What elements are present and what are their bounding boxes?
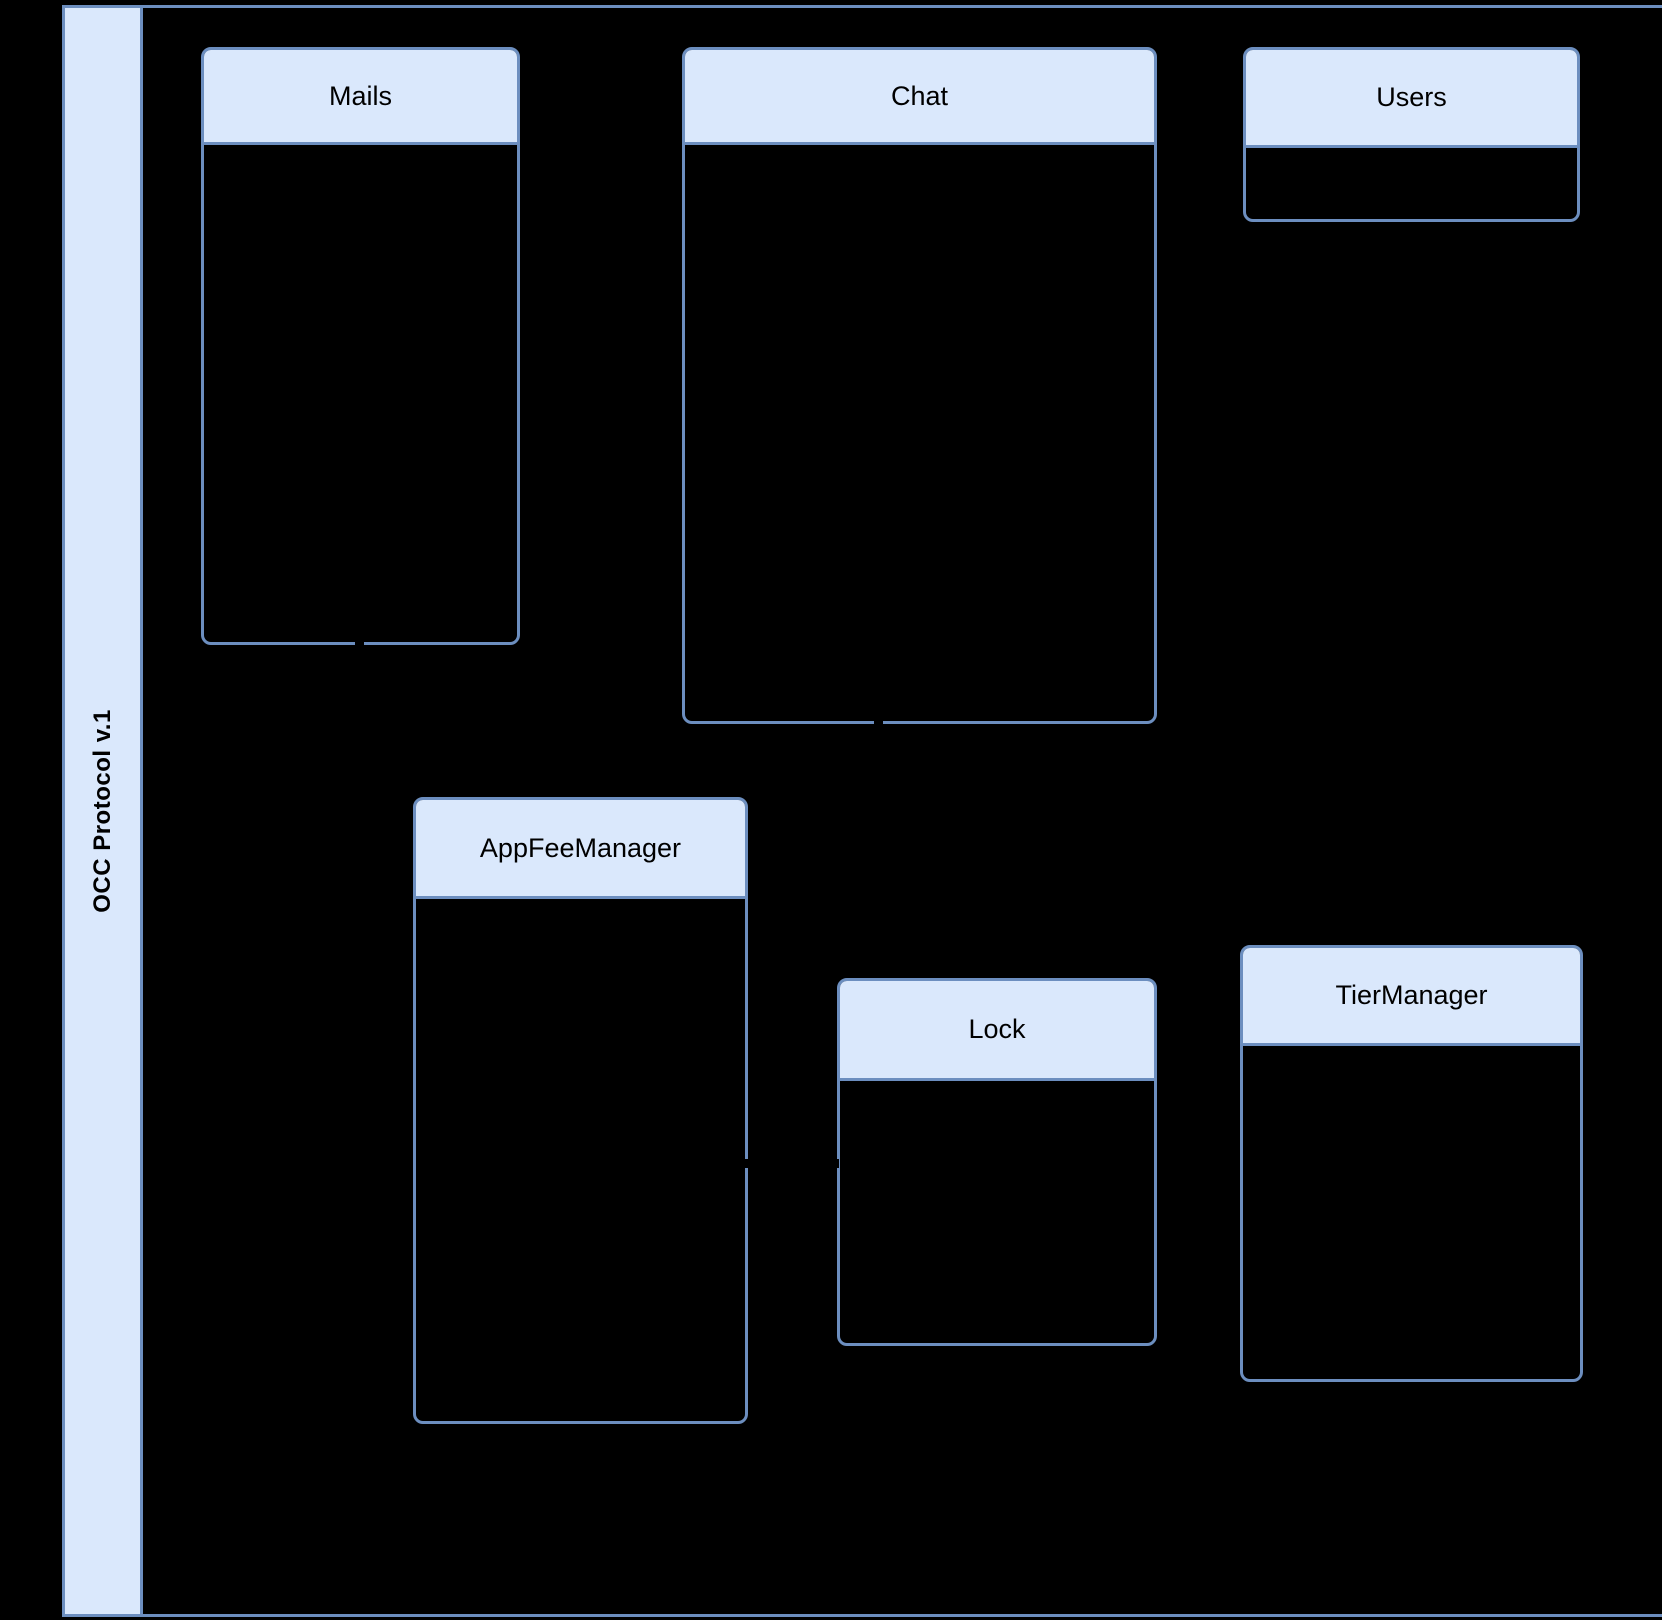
class-name-label: Chat (890, 80, 949, 111)
class-name-label: TierManager (1335, 980, 1488, 1010)
class-header-lock: Lock (840, 981, 1154, 1081)
class-body-chat (685, 145, 1154, 721)
class-name-label: Mails (328, 80, 392, 111)
class-name-label: AppFeeManager (479, 832, 682, 863)
class-box-tiermanager[interactable]: TierManager (1240, 945, 1583, 1382)
class-box-lock[interactable]: Lock (837, 978, 1157, 1346)
class-box-chat[interactable]: Chat (682, 47, 1157, 724)
connector-stub (355, 642, 364, 646)
class-body-users (1246, 148, 1577, 219)
class-name-label: Lock (968, 1014, 1026, 1044)
class-header-appfeemanager: AppFeeManager (416, 800, 745, 899)
class-body-lock (840, 1081, 1154, 1343)
connector-stub (874, 721, 883, 725)
pool-title-lane[interactable]: OCC Protocol v.1 (65, 8, 143, 1614)
class-box-users[interactable]: Users (1243, 47, 1580, 222)
connector-stub (744, 1159, 748, 1168)
class-name-label: Users (1376, 82, 1447, 112)
class-box-appfeemanager[interactable]: AppFeeManager (413, 797, 748, 1424)
class-box-mails[interactable]: Mails (201, 47, 520, 645)
connector-stub (835, 1159, 839, 1168)
pool-frame: OCC Protocol v.1 (62, 5, 1662, 1617)
class-body-appfeemanager (416, 899, 745, 1421)
class-body-mails (204, 145, 517, 642)
class-header-users: Users (1246, 50, 1577, 148)
pool-title: OCC Protocol v.1 (88, 709, 116, 913)
class-header-chat: Chat (685, 50, 1154, 145)
class-body-tiermanager (1243, 1046, 1580, 1379)
class-header-mails: Mails (204, 50, 517, 145)
class-header-tiermanager: TierManager (1243, 948, 1580, 1046)
